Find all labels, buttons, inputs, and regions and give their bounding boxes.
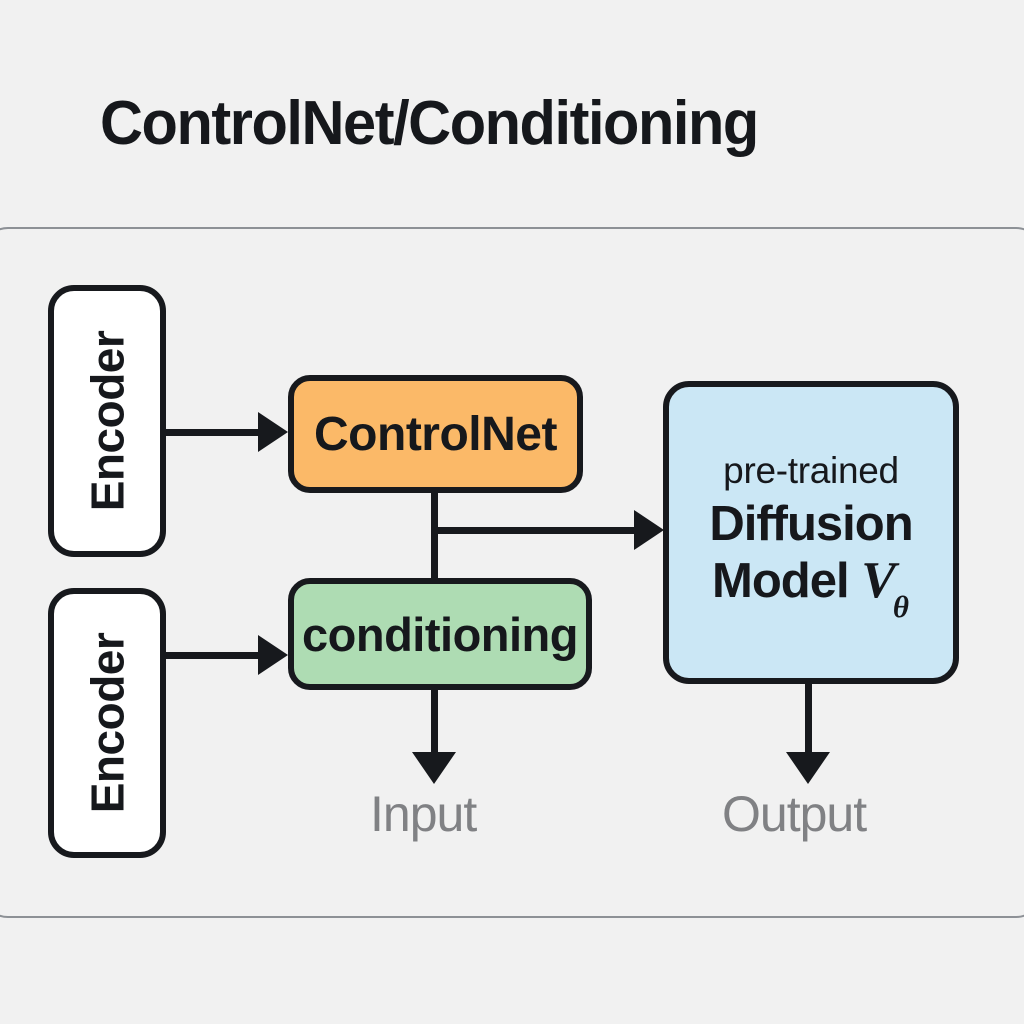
node-conditioning-label: conditioning — [302, 607, 578, 661]
edge-diffusion-to-output-line — [805, 684, 812, 760]
diagram-panel — [0, 227, 1024, 918]
node-encoder-bottom-label: Encoder — [81, 632, 134, 814]
node-conditioning[interactable]: conditioning — [288, 578, 592, 690]
edge-conditioning-to-input-line — [431, 690, 438, 760]
edge-controlnet-to-diffusion-arrowhead — [634, 510, 664, 550]
edge-encoder-bottom-to-conditioning-arrowhead — [258, 635, 288, 675]
node-diffusion-model-word: Model — [712, 553, 850, 608]
edge-controlnet-to-diffusion-line — [431, 527, 643, 534]
edge-conditioning-to-input-arrowhead — [412, 752, 456, 784]
node-encoder-top-label: Encoder — [81, 330, 134, 512]
label-output: Output — [722, 786, 867, 842]
edge-encoder-top-to-controlnet-line — [166, 429, 268, 436]
node-diffusion-subtitle-line: Model Vθ — [712, 551, 910, 624]
node-diffusion-title-label: Diffusion — [709, 497, 913, 552]
node-diffusion-v-symbol: V — [861, 551, 896, 609]
edge-encoder-top-to-controlnet-arrowhead — [258, 412, 288, 452]
page-title: ControlNet/Conditioning — [100, 89, 759, 158]
node-diffusion-pretrained-label: pre-trained — [723, 449, 899, 491]
edge-diffusion-to-output-arrowhead — [786, 752, 830, 784]
edge-controlnet-to-conditioning-line — [431, 493, 438, 579]
edge-encoder-bottom-to-conditioning-line — [166, 652, 268, 659]
node-encoder-bottom[interactable]: Encoder — [48, 588, 166, 858]
node-controlnet[interactable]: ControlNet — [288, 375, 583, 493]
node-controlnet-label: ControlNet — [314, 407, 557, 461]
node-diffusion-model[interactable]: pre-trained Diffusion Model Vθ — [663, 381, 959, 684]
node-diffusion-theta-subscript: θ — [892, 588, 909, 624]
node-encoder-top[interactable]: Encoder — [48, 285, 166, 557]
label-input: Input — [370, 786, 477, 842]
